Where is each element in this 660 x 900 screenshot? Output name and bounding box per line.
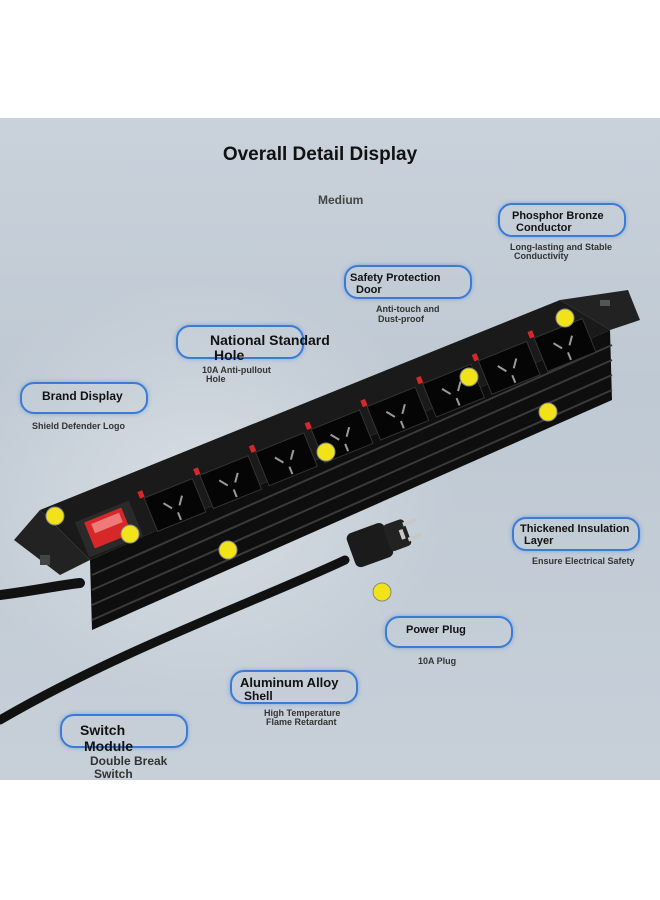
callout-safety-title1: Safety Protection (350, 272, 441, 284)
callout-switch-sub1: Double Break (90, 754, 168, 768)
outlet-indicator (248, 444, 257, 453)
callout-brand-sub: Shield Defender Logo (32, 421, 126, 431)
outlet (527, 317, 597, 373)
outlet-indicator (527, 330, 535, 339)
callout-phosphor-title1: Phosphor Bronze (512, 210, 604, 222)
callout-insulation-title2: Layer (524, 535, 554, 547)
outlet-indicator (471, 353, 479, 362)
callout-insulation-pill (512, 517, 640, 551)
callout-brand-title: Brand Display (42, 389, 123, 403)
callout-phosphor-pill (498, 203, 626, 237)
marker-plug (372, 582, 392, 602)
outlet-indicator (137, 490, 145, 499)
callout-phosphor-sub1: Long-lasting and Stable (510, 242, 613, 252)
callout-plug-sub: 10A Plug (418, 656, 457, 666)
callout-aluminum-title2: Shell (244, 689, 273, 703)
callout-plug-pill (385, 616, 513, 648)
outlet-indicator (416, 375, 424, 385)
callout-safety-title2: Door (356, 284, 382, 296)
outlet (360, 386, 430, 441)
callout-national-title2: Hole (214, 347, 245, 363)
page-title: Overall Detail Display (222, 144, 418, 165)
marker-shell (218, 540, 238, 560)
callout-aluminum-sub1: High Temperature (264, 708, 341, 718)
callout-national-sub2: Hole (206, 374, 226, 384)
marker-hole (316, 442, 336, 462)
power-plug (346, 517, 423, 568)
outlet (193, 455, 263, 510)
power-cord (0, 578, 85, 600)
outlet-indicator (193, 467, 201, 476)
callout-phosphor-title2: Conductor (516, 222, 572, 234)
callout-insulation-sub: Ensure Electrical Safety (532, 556, 635, 566)
marker-conductor (555, 308, 575, 328)
callout-brand-pill (20, 382, 148, 414)
callout-switch-sub2: Switch (94, 767, 133, 781)
medium-label: Medium (318, 193, 364, 207)
marker-insulation (538, 402, 558, 422)
outlet (248, 432, 318, 487)
outlet (137, 477, 207, 533)
callout-national-pill (176, 325, 304, 359)
outlet-indicator (360, 398, 368, 408)
callout-markers (45, 308, 575, 602)
power-cord-long (0, 555, 350, 725)
marker-brand (120, 524, 140, 544)
outlet (471, 340, 541, 395)
callout-switch-title1: Switch (80, 722, 126, 738)
callout-phosphor-sub2: Conductivity (514, 251, 569, 261)
callout-switch-title2: Module (84, 738, 133, 754)
callout-safety-pill (344, 265, 472, 299)
marker-switch (45, 506, 65, 526)
callout-national-sub1: 10A Anti-pullout (202, 365, 271, 375)
callout-national-title1: National Standard (210, 332, 330, 348)
callout-safety-sub2: Dust-proof (378, 314, 424, 324)
callout-aluminum-sub2: Flame Retardant (266, 717, 337, 727)
callout-insulation-title1: Thickened Insulation (520, 523, 630, 535)
outlet-indicator (304, 421, 312, 431)
callout-aluminum-pill (230, 670, 358, 704)
callout-switch-pill (60, 714, 188, 748)
callout-plug-title: Power Plug (406, 624, 466, 636)
callout-aluminum-title1: Aluminum Alloy (240, 675, 339, 690)
callout-safety-sub1: Anti-touch and (376, 304, 440, 314)
marker-door (459, 367, 479, 387)
